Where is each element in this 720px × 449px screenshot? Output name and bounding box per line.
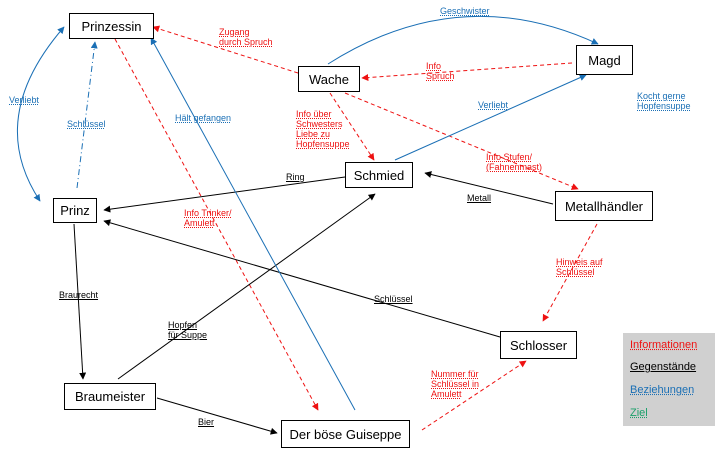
- label-line: Zugang: [219, 27, 250, 37]
- label-line: Hinweis auf: [556, 257, 603, 267]
- label-line: Info über: [296, 109, 332, 119]
- label-line: Hopfensuppe: [296, 139, 350, 149]
- label-line: Hopfen: [168, 320, 198, 330]
- node-schmied[interactable]: Schmied: [345, 162, 413, 188]
- label-verliebt-left: Verliebt: [9, 95, 39, 105]
- label-line: Spruch: [426, 71, 455, 81]
- label-line: Verliebt: [9, 95, 40, 105]
- label-line: Schlüssel: [374, 294, 413, 304]
- edge-guiseppe-prinzessin: [150, 37, 356, 411]
- label-line: Liebe zu: [296, 129, 331, 139]
- label-line: Schlüssel: [67, 119, 106, 129]
- label-line: Schlüssel: [556, 267, 595, 277]
- label-haelt-gefangen: Hält gefangen: [175, 113, 231, 123]
- label-line: für Suppe: [168, 330, 208, 340]
- label-metall: Metall: [467, 193, 491, 203]
- node-wache[interactable]: Wache: [298, 66, 360, 92]
- label-line: Amulett: [184, 218, 215, 228]
- label-geschwister: Geschwister: [440, 6, 490, 16]
- edge-wache-schmied: [329, 92, 375, 161]
- label-ring: Ring: [286, 172, 305, 182]
- label-bier: Bier: [198, 417, 214, 427]
- edge-metallhaendler-schmied: [424, 171, 554, 205]
- label-line: (Fahnenmast): [486, 162, 543, 172]
- label-line: Kocht gerne: [637, 91, 686, 101]
- legend-ziel: Ziel: [630, 407, 648, 419]
- node-guiseppe[interactable]: Der böse Guiseppe: [281, 420, 410, 448]
- legend-beziehungen: Beziehungen: [630, 384, 695, 396]
- node-magd[interactable]: Magd: [576, 45, 633, 75]
- label-line: Braurecht: [59, 290, 99, 300]
- edge-wache-prinzessin: [152, 25, 299, 74]
- node-prinzessin[interactable]: Prinzessin: [69, 13, 154, 39]
- label-schluessel-prinz: Schlüssel: [374, 294, 413, 304]
- label-schluessel-left: Schlüssel: [67, 119, 106, 129]
- edge-schmied-prinz: [103, 176, 346, 213]
- edge-wache-metallhaendler: [344, 92, 579, 190]
- node-prinz[interactable]: Prinz: [53, 198, 97, 223]
- label-line: Schwesters: [296, 119, 343, 129]
- label-line: Verliebt: [478, 100, 509, 110]
- edge-schlosser-prinz: [103, 219, 501, 338]
- node-schlosser[interactable]: Schlosser: [500, 331, 577, 359]
- label-line: Hält gefangen: [175, 113, 232, 123]
- edge-prinz-braumeister: [73, 223, 87, 380]
- edge-schmied-magd-verliebt: [394, 74, 587, 161]
- label-verliebt-magd: Verliebt: [478, 100, 508, 110]
- edge-wache-magd-geschwister: [327, 15, 599, 65]
- label-info-stufen: Info Stufen/(Fahnenmast): [486, 152, 542, 172]
- label-line: Metall: [467, 193, 492, 203]
- edge-braumeister-schmied: [117, 193, 376, 380]
- label-line: Geschwister: [440, 6, 490, 16]
- edge-prinz-prinzessin-verliebt: [16, 26, 65, 202]
- label-line: durch Spruch: [219, 37, 273, 47]
- edge-magd-wache: [361, 62, 573, 82]
- label-line: Hopfensuppe: [637, 101, 691, 111]
- label-line: Ring: [286, 172, 305, 182]
- label-line: Bier: [198, 417, 215, 427]
- label-line: Info Trinker/: [184, 208, 232, 218]
- legend-gegenstaende: Gegenstände: [630, 361, 697, 373]
- label-braurecht: Braurecht: [59, 290, 98, 300]
- node-braumeister[interactable]: Braumeister: [64, 383, 156, 410]
- label-line: Amulett: [431, 389, 462, 399]
- label-line: Info: [426, 61, 442, 71]
- label-info-trinker: Info Trinker/Amulett: [184, 208, 232, 228]
- legend: Informationen Gegenstände Beziehungen Zi…: [623, 333, 715, 426]
- label-line: Schlüssel in: [431, 379, 480, 389]
- edge-prinz-prinzessin-schluessel: [76, 41, 98, 189]
- label-line: Info Stufen/: [486, 152, 533, 162]
- legend-informationen: Informationen: [630, 339, 698, 351]
- edge-prinzessin-guiseppe: [114, 38, 319, 411]
- node-metallhaendler[interactable]: Metallhändler: [555, 191, 653, 221]
- edge-braumeister-guiseppe: [156, 397, 278, 435]
- label-line: Nummer für: [431, 369, 479, 379]
- edge-metallhaendler-schlosser: [542, 223, 598, 322]
